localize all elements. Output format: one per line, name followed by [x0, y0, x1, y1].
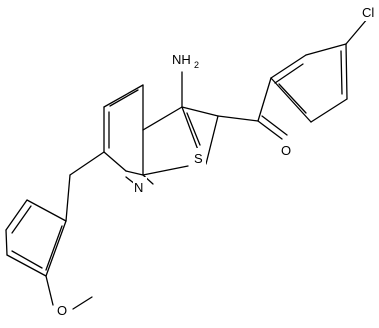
amino-label: NH — [172, 52, 191, 67]
pyridine-nitrogen-label: N — [134, 180, 143, 195]
methoxyphenyl-ring — [5, 174, 71, 277]
chlorine-label: Cl — [362, 5, 374, 20]
chlorophenyl-ring — [270, 17, 369, 123]
carbonyl-group — [217, 77, 288, 140]
amino-subscript: 2 — [194, 60, 199, 70]
sulfur-label: S — [194, 151, 203, 166]
carbonyl-oxygen-label: O — [281, 143, 291, 158]
methoxy-oxygen-label: O — [57, 303, 67, 318]
pyridine-ring — [103, 84, 144, 176]
methoxy-group — [45, 275, 93, 310]
atom-labels: NH 2 Cl O S N O — [56, 3, 378, 318]
thiophene-ring — [142, 106, 219, 176]
